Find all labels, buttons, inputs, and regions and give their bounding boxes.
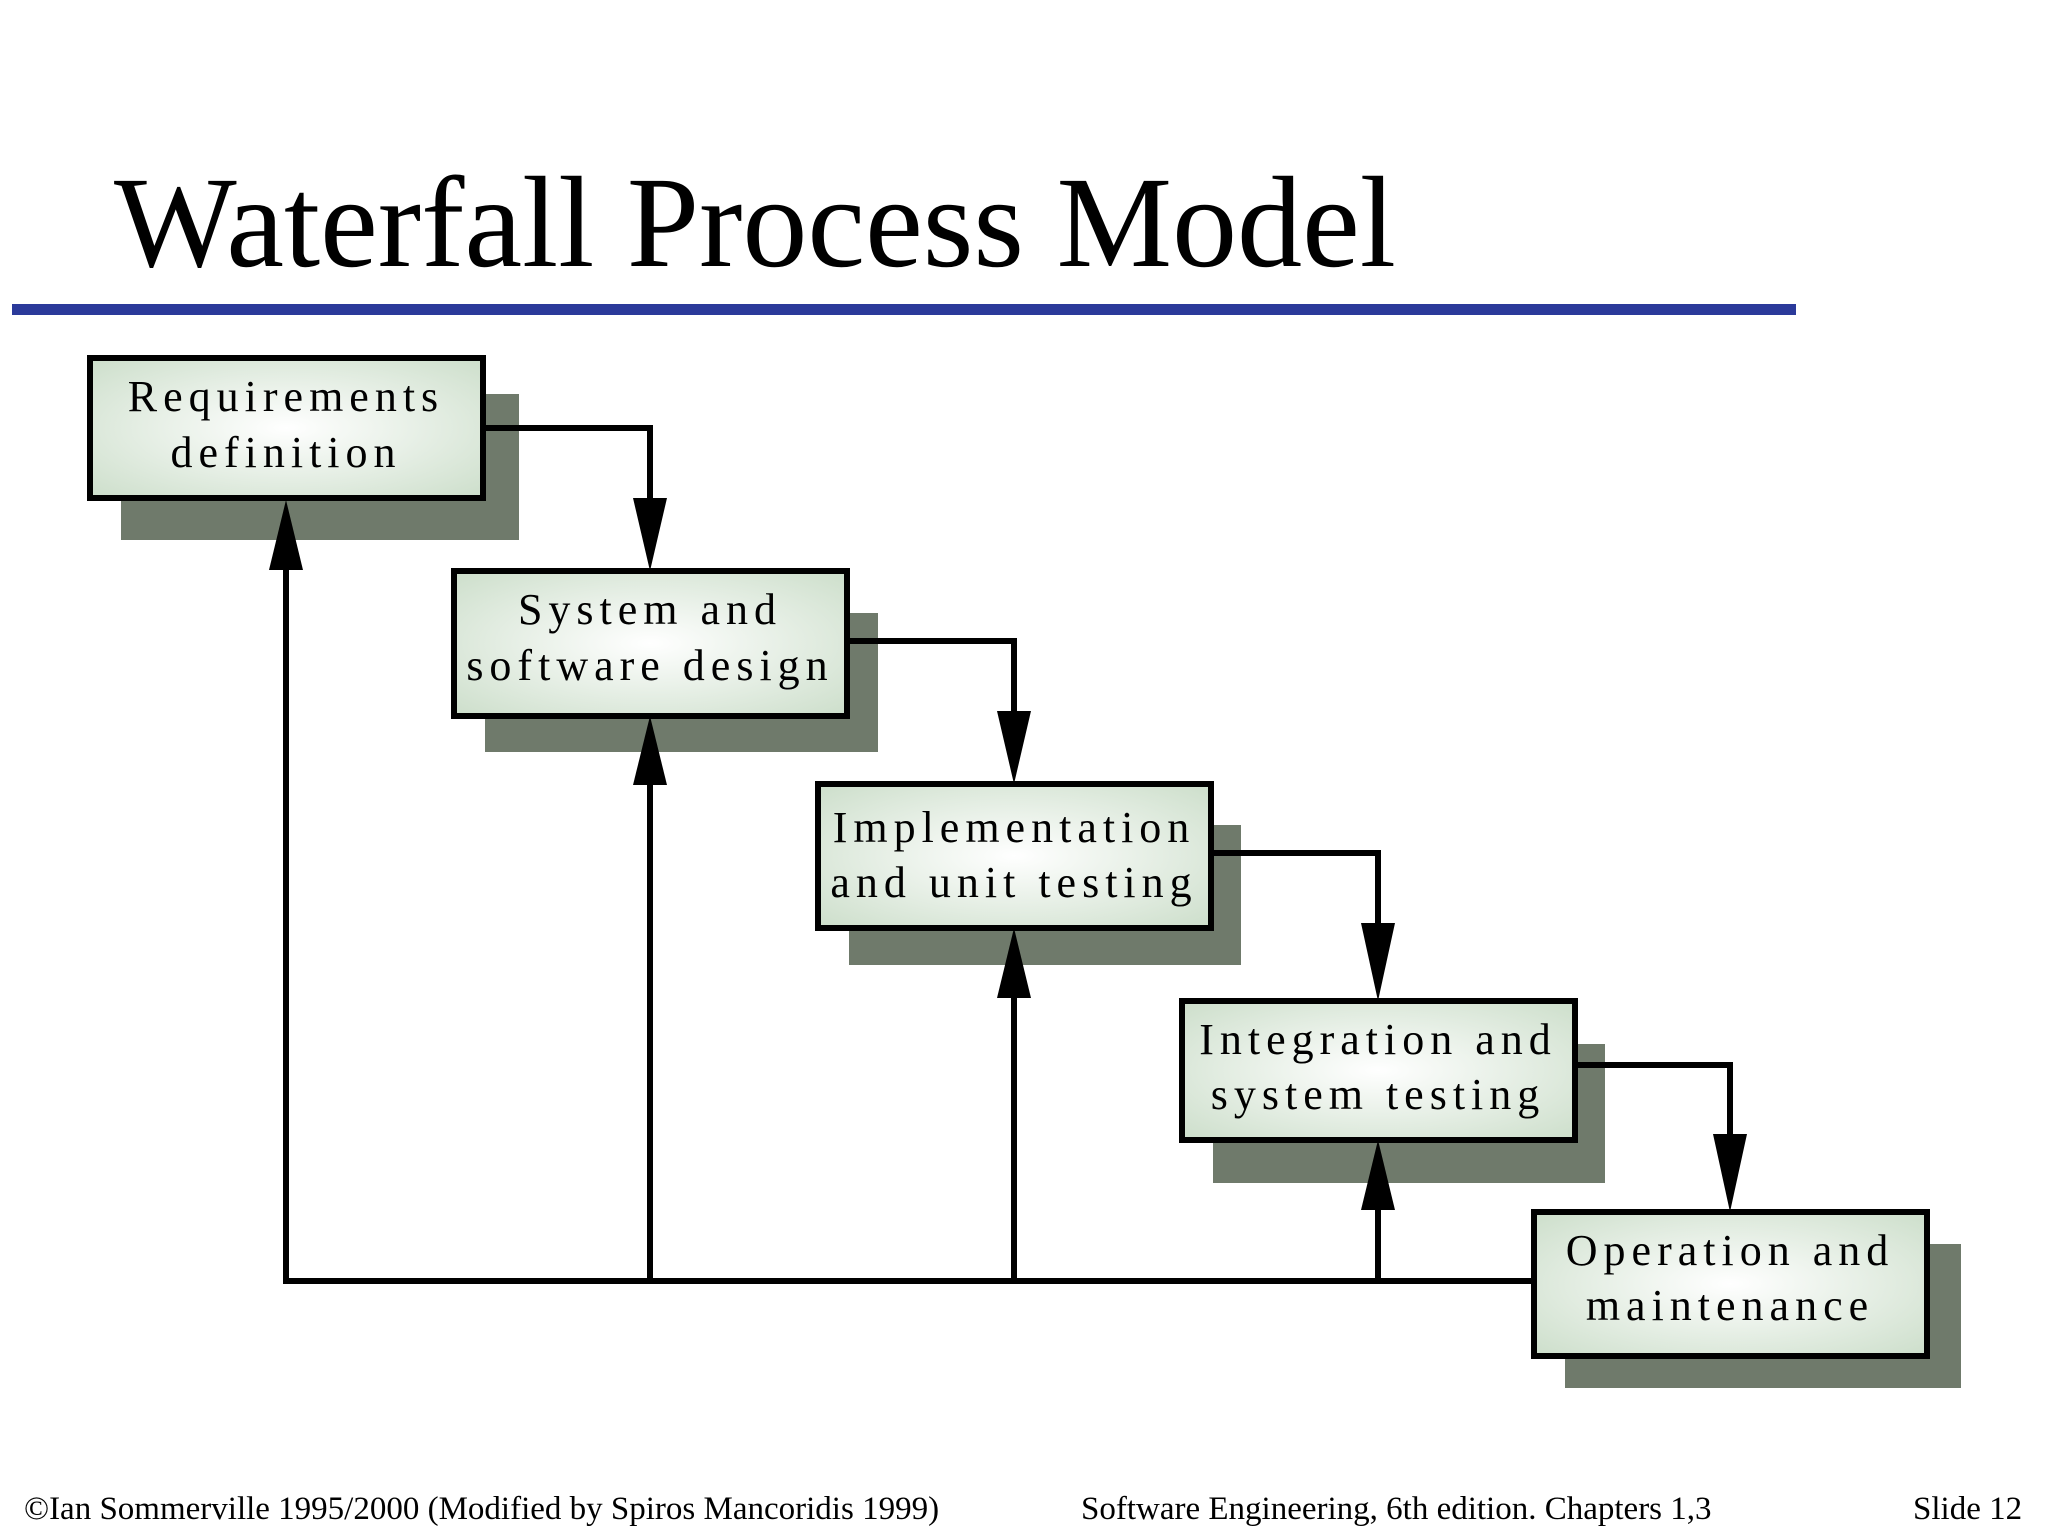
stage-operation-and-maintenance: Operation and maintenance [1531,1209,1961,1388]
feedback-lines [283,560,1534,1284]
arrowhead-up [269,500,303,570]
stage-integration-and-system-testing: Integration and system testing [1179,998,1605,1183]
footer-book: Software Engineering, 6th edition. Chapt… [1081,1491,1712,1527]
forward-connectors [483,425,1733,1156]
arrowhead-up [997,928,1031,998]
connector-requirements-to-design [483,425,653,520]
stage-label-line-1: Implementation [833,803,1196,852]
forward-arrowheads [633,498,1747,1212]
footer-copyright: ©Ian Sommerville 1995/2000 (Modified by … [24,1491,940,1527]
connector-integration-to-operation [1575,1062,1733,1156]
footer-slide-number: Slide 12 [1913,1491,2023,1527]
stage-label-line-2: software design [466,641,833,690]
stage-label-line-2: definition [170,428,401,477]
stage-implementation-and-unit-testing: Implementation and unit testing [815,781,1241,965]
connector-design-to-implementation [847,638,1017,733]
slide-title: Waterfall Process Model [114,151,1396,295]
stage-label-line-2: system testing [1211,1070,1546,1119]
arrowhead-up [1361,1140,1395,1210]
feedback-arrowheads [269,500,1395,1210]
stage-label-line-1: Operation and [1566,1226,1894,1275]
title-rule [12,304,1796,315]
stage-label-line-2: and unit testing [830,858,1197,907]
connector-implementation-to-integration [1211,850,1381,945]
arrowhead-down [1713,1134,1747,1212]
stage-label-line-2: maintenance [1586,1281,1874,1330]
stage-label-line-1: Integration and [1199,1015,1557,1064]
stage-requirements-definition: Requirements definition [87,355,519,540]
stage-box [451,568,850,719]
arrowhead-up [633,716,667,785]
stage-label-line-1: Requirements [128,372,444,421]
stage-system-and-software-design: System and software design [451,568,878,752]
stage-label-line-1: System and [518,585,782,634]
stage-box [1179,998,1578,1143]
arrowhead-down [997,711,1031,784]
arrowhead-down [633,498,667,571]
arrowhead-down [1361,923,1395,1001]
